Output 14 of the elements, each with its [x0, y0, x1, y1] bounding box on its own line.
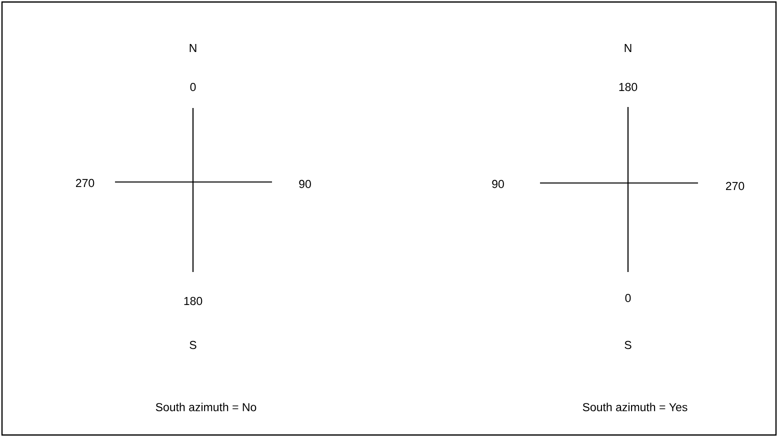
- bearing-label: 270: [726, 182, 744, 190]
- caption: South azimuth = No: [156, 402, 256, 412]
- caption: South azimuth = Yes: [582, 402, 688, 412]
- compass-letter: N: [624, 44, 632, 52]
- bearing-label: 270: [76, 178, 94, 188]
- compass-letter: S: [624, 340, 632, 350]
- bearing-label: 180: [619, 82, 638, 92]
- compass-letter: S: [190, 340, 196, 350]
- bearing-label: 0: [625, 294, 631, 302]
- bearing-label: 90: [492, 180, 504, 188]
- compass-letter: N: [190, 44, 196, 52]
- bearing-label: 0: [190, 82, 196, 92]
- bearing-label: 180: [184, 296, 202, 306]
- bearing-label: 90: [299, 180, 311, 188]
